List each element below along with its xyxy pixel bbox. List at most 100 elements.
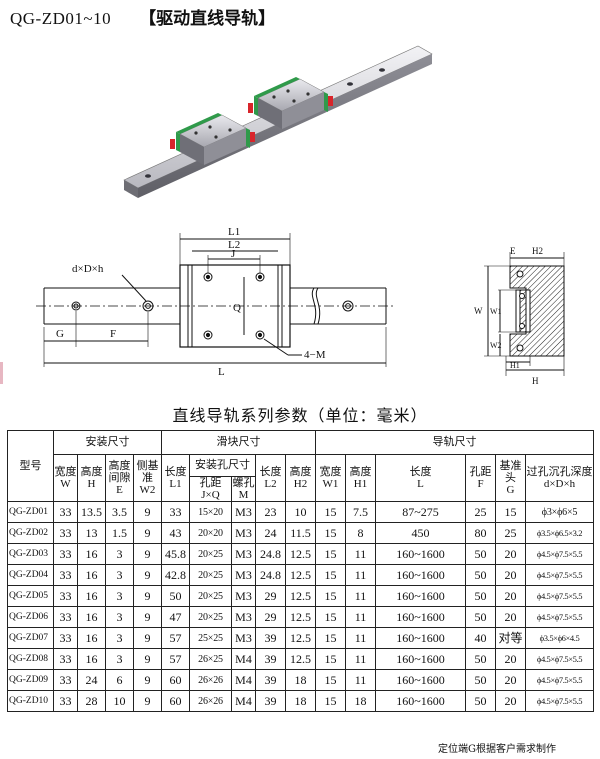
table-cell: 20×25 (189, 585, 232, 608)
header-model: 型号 (7, 429, 54, 503)
table-cell: 12.5 (285, 606, 316, 629)
label-W2: W2 (490, 341, 502, 350)
table-cell: 15×20 (189, 501, 232, 524)
cell-model: QG-ZD10 (7, 690, 54, 713)
table-cell: 3 (105, 585, 134, 608)
table-cell: 15 (495, 501, 526, 524)
label-4M: 4−M (304, 349, 326, 361)
table-cell: 9 (133, 690, 162, 713)
table-cell: 9 (133, 585, 162, 608)
cell-model: QG-ZD07 (7, 627, 54, 650)
table-cell: 20 (495, 585, 526, 608)
table-cell: 3 (105, 564, 134, 587)
table-cell: 15 (315, 543, 346, 566)
table-cell: 18 (285, 669, 316, 692)
table-cell: M3 (231, 501, 256, 524)
table-cell: 28 (77, 690, 106, 713)
table-cell: 12.5 (285, 543, 316, 566)
table-cell: 160~1600 (375, 585, 466, 608)
table-cell: 450 (375, 522, 466, 545)
table-cell: 12.5 (285, 564, 316, 587)
table-cell: 15 (315, 669, 346, 692)
label-J: J (231, 248, 236, 260)
table-cell: 20×20 (189, 522, 232, 545)
table-cell: 33 (53, 606, 78, 629)
table-cell: 33 (53, 627, 78, 650)
table-cell: ϕ4.5×ϕ7.5×5.5 (525, 669, 594, 692)
product-photo (123, 45, 433, 198)
table-cell: 50 (161, 585, 190, 608)
table-cell: 9 (133, 522, 162, 545)
table-cell: 11.5 (285, 522, 316, 545)
table-cell: ϕ4.5×ϕ7.5×5.5 (525, 585, 594, 608)
table-cell: 33 (53, 501, 78, 524)
table-cell: 25×25 (189, 627, 232, 650)
table-cell: ϕ3×ϕ6×5 (525, 501, 594, 524)
table-cell: 80 (465, 522, 496, 545)
table-cell: 9 (133, 669, 162, 692)
table-cell: 25 (465, 501, 496, 524)
table-cell: M4 (231, 690, 256, 713)
table-cell: 13 (77, 522, 106, 545)
table-cell: M3 (231, 627, 256, 650)
table-cell: 33 (161, 501, 190, 524)
table-cell: 160~1600 (375, 543, 466, 566)
table-cell: 50 (465, 564, 496, 587)
table-cell: 20×25 (189, 564, 232, 587)
table-cell: 26×26 (189, 669, 232, 692)
table-cell: M4 (231, 648, 256, 671)
table-cell: 16 (77, 648, 106, 671)
table-cell: 42.8 (161, 564, 190, 587)
table-cell: 160~1600 (375, 669, 466, 692)
table-cell: 33 (53, 669, 78, 692)
table-cell: M3 (231, 564, 256, 587)
table-cell: 57 (161, 648, 190, 671)
table-cell: ϕ4.5×ϕ7.5×5.5 (525, 648, 594, 671)
table-cell: 7.5 (345, 501, 376, 524)
slider-block-1 (170, 113, 255, 165)
cell-model: QG-ZD01 (7, 501, 54, 524)
cell-model: QG-ZD02 (7, 522, 54, 545)
header-install-group: 安装尺寸 (53, 430, 162, 455)
table-cell: M3 (231, 522, 256, 545)
table-cell: M3 (231, 585, 256, 608)
cell-model: QG-ZD08 (7, 648, 54, 671)
table-cell: 11 (345, 585, 376, 608)
table-cell: 16 (77, 564, 106, 587)
header-rail-group: 导轨尺寸 (315, 430, 594, 455)
label-G: G (56, 328, 64, 340)
label-E: E (510, 246, 516, 256)
label-L2: L2 (228, 239, 240, 251)
front-view-drawing: L1 L2 J Q 4−M d×D×h G F L (36, 226, 394, 378)
table-cell: 29 (255, 585, 286, 608)
table-cell: 15 (315, 627, 346, 650)
table-cell: 50 (465, 648, 496, 671)
table-cell: ϕ4.5×ϕ7.5×5.5 (525, 543, 594, 566)
slider-block-2 (248, 77, 333, 129)
table-cell: 11 (345, 669, 376, 692)
table-cell: 50 (465, 690, 496, 713)
title-name: 【驱动直线导轨】 (139, 9, 276, 29)
table-cell: ϕ4.5×ϕ7.5×5.5 (525, 690, 594, 713)
table-cell: 11 (345, 606, 376, 629)
table-cell: 15 (315, 564, 346, 587)
table-cell: 33 (53, 564, 78, 587)
table-cell: 16 (77, 585, 106, 608)
cell-model: QG-ZD03 (7, 543, 54, 566)
label-dDh: d×D×h (72, 263, 104, 275)
table-cell: 15 (315, 606, 346, 629)
table-cell: 50 (465, 606, 496, 629)
table-cell: 3.5 (105, 501, 134, 524)
table-cell: 50 (465, 669, 496, 692)
table-cell: 3 (105, 627, 134, 650)
